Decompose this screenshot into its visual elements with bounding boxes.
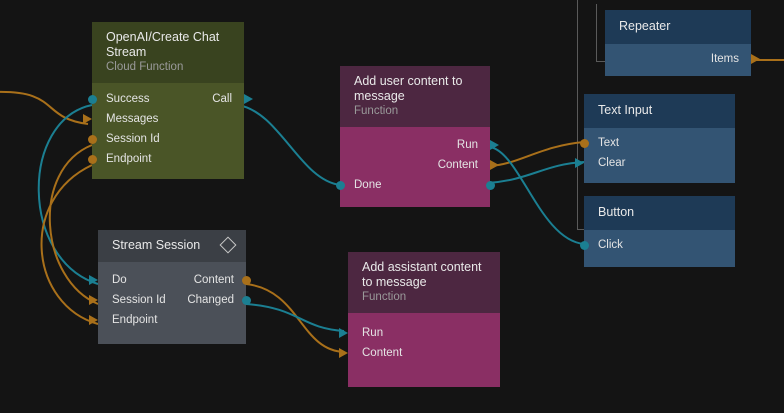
- port-changed-out[interactable]: [241, 295, 251, 305]
- node-add-assistant-content[interactable]: Add assistant content to message Functio…: [339, 252, 500, 387]
- port-label-clear: Clear: [598, 157, 626, 169]
- node-subtitle: Function: [354, 105, 399, 117]
- port-done-in[interactable]: [335, 180, 345, 190]
- port-success-in[interactable]: [87, 94, 97, 104]
- node-body: Run Content Done: [335, 127, 499, 207]
- port-label-click: Click: [598, 239, 623, 251]
- node-header: OpenAI/Create Chat Stream Cloud Function: [92, 22, 244, 83]
- port-label-do: Do: [112, 274, 127, 286]
- port-label-messages: Messages: [106, 113, 159, 125]
- node-body: Run Content: [339, 313, 500, 387]
- node-title: Add assistant content to message: [362, 260, 482, 289]
- port-label-text: Text: [598, 137, 620, 149]
- port-row[interactable]: Session Id Changed: [89, 290, 251, 310]
- node-body: Do Content Session Id Changed Endpoint: [89, 262, 251, 344]
- node-title: Text Input: [598, 103, 653, 117]
- port-row[interactable]: Messages: [83, 109, 244, 129]
- node-create-chat-stream[interactable]: OpenAI/Create Chat Stream Cloud Function…: [83, 22, 253, 179]
- port-label-content: Content: [193, 274, 234, 286]
- node-subtitle: Cloud Function: [106, 61, 184, 73]
- node-header: Repeater: [605, 10, 751, 44]
- port-label-endpoint: Endpoint: [106, 153, 152, 165]
- node-title: Button: [598, 205, 635, 219]
- port-row[interactable]: Done: [335, 175, 495, 195]
- port-session-id-in[interactable]: [87, 134, 97, 144]
- port-content-in[interactable]: [339, 348, 348, 358]
- port-row[interactable]: Content: [340, 155, 499, 175]
- port-label-items: Items: [710, 53, 739, 65]
- node-repeater[interactable]: Repeater Items: [605, 10, 760, 76]
- port-endpoint-in[interactable]: [87, 154, 97, 164]
- node-body: Success Call Messages Session Id Endpoin…: [83, 83, 253, 179]
- hierarchy-guide-inner-bottom: [577, 120, 578, 230]
- port-row[interactable]: Clear: [575, 153, 735, 173]
- port-clear-in[interactable]: [575, 158, 584, 168]
- port-session-id-in[interactable]: [89, 295, 98, 305]
- node-body: Click: [579, 230, 735, 267]
- port-content-out[interactable]: [241, 275, 251, 285]
- port-row[interactable]: Endpoint: [89, 310, 246, 330]
- node-body: Items: [605, 44, 760, 76]
- node-header: Text Input: [584, 94, 735, 128]
- node-header: Add assistant content to message Functio…: [348, 252, 500, 313]
- port-row[interactable]: Session Id: [87, 129, 244, 149]
- port-row[interactable]: Items: [605, 49, 760, 69]
- port-label-content: Content: [362, 347, 403, 359]
- port-row[interactable]: Run: [339, 323, 500, 343]
- port-label-session-id: Session Id: [112, 294, 166, 306]
- port-text-out[interactable]: [579, 138, 589, 148]
- port-label-run: Run: [362, 327, 384, 339]
- port-label-call: Call: [212, 93, 232, 105]
- port-done-out[interactable]: [485, 180, 495, 190]
- node-text-input[interactable]: Text Input Text Clear: [575, 94, 735, 183]
- node-button[interactable]: Button Click: [579, 196, 735, 267]
- port-call-out-arrow[interactable]: [244, 94, 253, 104]
- port-run-in[interactable]: [339, 328, 348, 338]
- port-row[interactable]: Endpoint: [87, 149, 244, 169]
- port-endpoint-in[interactable]: [89, 315, 98, 325]
- node-stream-session[interactable]: Stream Session Do Content Session Id Cha…: [89, 230, 251, 344]
- hierarchy-guide-inner-top: [596, 4, 597, 62]
- port-row[interactable]: Success Call: [87, 89, 253, 109]
- port-label-run: Run: [456, 139, 478, 151]
- node-header: Stream Session: [98, 230, 246, 262]
- port-row[interactable]: Click: [579, 235, 735, 255]
- port-run-in-arrow[interactable]: [490, 140, 499, 150]
- node-header: Add user content to message Function: [340, 66, 490, 127]
- port-row[interactable]: Run: [340, 135, 499, 155]
- node-title: OpenAI/Create Chat Stream: [106, 30, 220, 59]
- port-label-done: Done: [354, 179, 382, 191]
- port-items-in-arrow[interactable]: [751, 54, 760, 64]
- port-content-in-arrow[interactable]: [490, 160, 499, 170]
- port-do-in[interactable]: [89, 275, 98, 285]
- node-header: Button: [584, 196, 735, 230]
- node-title: Stream Session: [112, 238, 201, 252]
- port-click-out[interactable]: [579, 240, 589, 250]
- node-subtitle: Function: [362, 291, 407, 303]
- port-label-changed: Changed: [187, 294, 234, 306]
- port-label-success: Success: [106, 93, 150, 105]
- hierarchy-guide-inner-top-foot: [596, 61, 605, 62]
- port-label-session-id: Session Id: [106, 133, 160, 145]
- port-label-endpoint: Endpoint: [112, 314, 158, 326]
- node-body: Text Clear: [575, 128, 735, 183]
- node-title: Repeater: [619, 19, 671, 33]
- port-messages-in[interactable]: [83, 114, 92, 124]
- node-title: Add user content to message: [354, 74, 463, 103]
- port-row[interactable]: Content: [339, 343, 500, 363]
- port-row[interactable]: Do Content: [89, 270, 251, 290]
- node-add-user-content[interactable]: Add user content to message Function Run…: [335, 66, 499, 207]
- port-label-content: Content: [437, 159, 478, 171]
- port-row[interactable]: Text: [579, 133, 735, 153]
- hierarchy-guide-outer: [577, 0, 578, 205]
